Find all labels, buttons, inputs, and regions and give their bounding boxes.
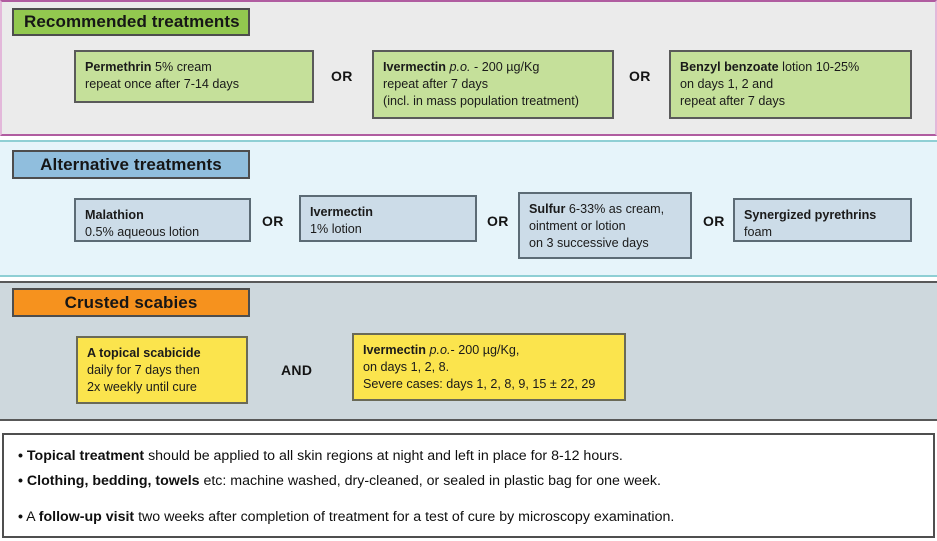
- treatment-line: on days 1, 2 and: [680, 77, 774, 91]
- note-text: should be applied to all skin regions at…: [144, 448, 623, 464]
- drug-name: Malathion: [85, 208, 144, 222]
- note-emphasis: Clothing, bedding, towels: [26, 473, 200, 489]
- treatment-line: Severe cases: days 1, 2, 8, 9, 15 ± 22, …: [363, 377, 596, 391]
- connector-or: OR: [331, 68, 353, 84]
- treatment-box-malathion: Malathion 0.5% aqueous lotion: [74, 198, 251, 242]
- treatment-line: Benzyl benzoate lotion 10-25%: [680, 59, 901, 76]
- connector-or: OR: [262, 213, 284, 229]
- treatment-box-ivermectin-crusted: Ivermectin p.o.- 200 µg/Kg, on days 1, 2…: [352, 333, 626, 401]
- treatment-line: Ivermectin p.o. - 200 µg/Kg: [383, 59, 603, 76]
- treatment-box-benzyl-benzoate: Benzyl benzoate lotion 10-25% on days 1,…: [669, 50, 912, 119]
- treatment-line: Sulfur 6-33% as cream,: [529, 201, 681, 218]
- drug-name: A topical scabicide: [87, 346, 201, 360]
- treatment-line: ointment or lotion: [529, 219, 626, 233]
- drug-name: Permethrin: [85, 60, 152, 74]
- drug-name: Ivermectin: [310, 205, 373, 219]
- treatment-line: daily for 7 days then: [87, 363, 200, 377]
- treatment-box-sulfur: Sulfur 6-33% as cream, ointment or lotio…: [518, 192, 692, 259]
- treatment-line: 2x weekly until cure: [87, 380, 197, 394]
- section-title-recommended: Recommended treatments: [12, 8, 250, 36]
- note-lead: A: [26, 509, 39, 525]
- connector-or: OR: [629, 68, 651, 84]
- treatment-box-synergized-pyrethrins: Synergized pyrethrins foam: [733, 198, 912, 242]
- note-emphasis: follow-up visit: [38, 509, 135, 525]
- bullet-glyph: •: [18, 448, 23, 464]
- treatment-line: repeat after 7 days: [680, 94, 786, 108]
- note-spacer: [18, 494, 919, 505]
- drug-name: Ivermectin: [383, 60, 446, 74]
- note-item: • Clothing, bedding, towels etc: machine…: [18, 469, 919, 494]
- note-emphasis: Topical treatment: [26, 448, 145, 464]
- treatment-line: repeat after 7 days: [383, 77, 489, 91]
- connector-or: OR: [487, 213, 509, 229]
- treatment-line: 1% lotion: [310, 222, 362, 236]
- treatment-line: 0.5% aqueous lotion: [85, 225, 200, 239]
- drug-route: p.o.: [426, 343, 451, 357]
- drug-name: Benzyl benzoate: [680, 60, 779, 74]
- drug-detail: 6-33% as cream,: [565, 202, 665, 216]
- treatment-line: (incl. in mass population treatment): [383, 94, 579, 108]
- treatment-line: Synergized pyrethrins: [744, 207, 901, 224]
- drug-detail: - 200 µg/Kg: [470, 60, 540, 74]
- drug-name: Synergized pyrethrins: [744, 208, 877, 222]
- treatment-line: Ivermectin p.o.- 200 µg/Kg,: [363, 342, 615, 359]
- treatment-line: on 3 successive days: [529, 236, 649, 250]
- treatment-line: Ivermectin: [310, 204, 466, 221]
- bullet-glyph: •: [18, 509, 23, 525]
- drug-name: Sulfur: [529, 202, 566, 216]
- section-title-crusted: Crusted scabies: [12, 288, 250, 317]
- notes-panel: • Topical treatment should be applied to…: [2, 433, 935, 538]
- note-text: two weeks after completion of treatment …: [134, 509, 675, 525]
- drug-detail: lotion 10-25%: [778, 60, 860, 74]
- treatment-line: foam: [744, 225, 772, 239]
- note-text: etc: machine washed, dry-cleaned, or sea…: [199, 473, 661, 489]
- section-title-alternative: Alternative treatments: [12, 150, 250, 179]
- treatment-box-ivermectin: Ivermectin p.o. - 200 µg/Kg repeat after…: [372, 50, 614, 119]
- drug-route: p.o.: [446, 60, 471, 74]
- treatment-box-topical-scabicide: A topical scabicide daily for 7 days the…: [76, 336, 248, 404]
- connector-or: OR: [703, 213, 725, 229]
- treatment-line: A topical scabicide: [87, 345, 237, 362]
- note-item: • A follow-up visit two weeks after comp…: [18, 505, 919, 530]
- treatment-line: repeat once after 7-14 days: [85, 77, 240, 91]
- treatment-line: on days 1, 2, 8.: [363, 360, 450, 374]
- note-item: • Topical treatment should be applied to…: [18, 444, 919, 469]
- treatment-line: Permethrin 5% cream: [85, 59, 303, 76]
- connector-and: AND: [281, 362, 313, 378]
- treatment-box-ivermectin-lotion: Ivermectin 1% lotion: [299, 195, 477, 242]
- treatment-box-permethrin: Permethrin 5% cream repeat once after 7-…: [74, 50, 314, 103]
- drug-name: Ivermectin: [363, 343, 426, 357]
- treatment-line: Malathion: [85, 207, 240, 224]
- drug-detail: - 200 µg/Kg,: [450, 343, 520, 357]
- bullet-glyph: •: [18, 473, 23, 489]
- drug-detail: 5% cream: [151, 60, 212, 74]
